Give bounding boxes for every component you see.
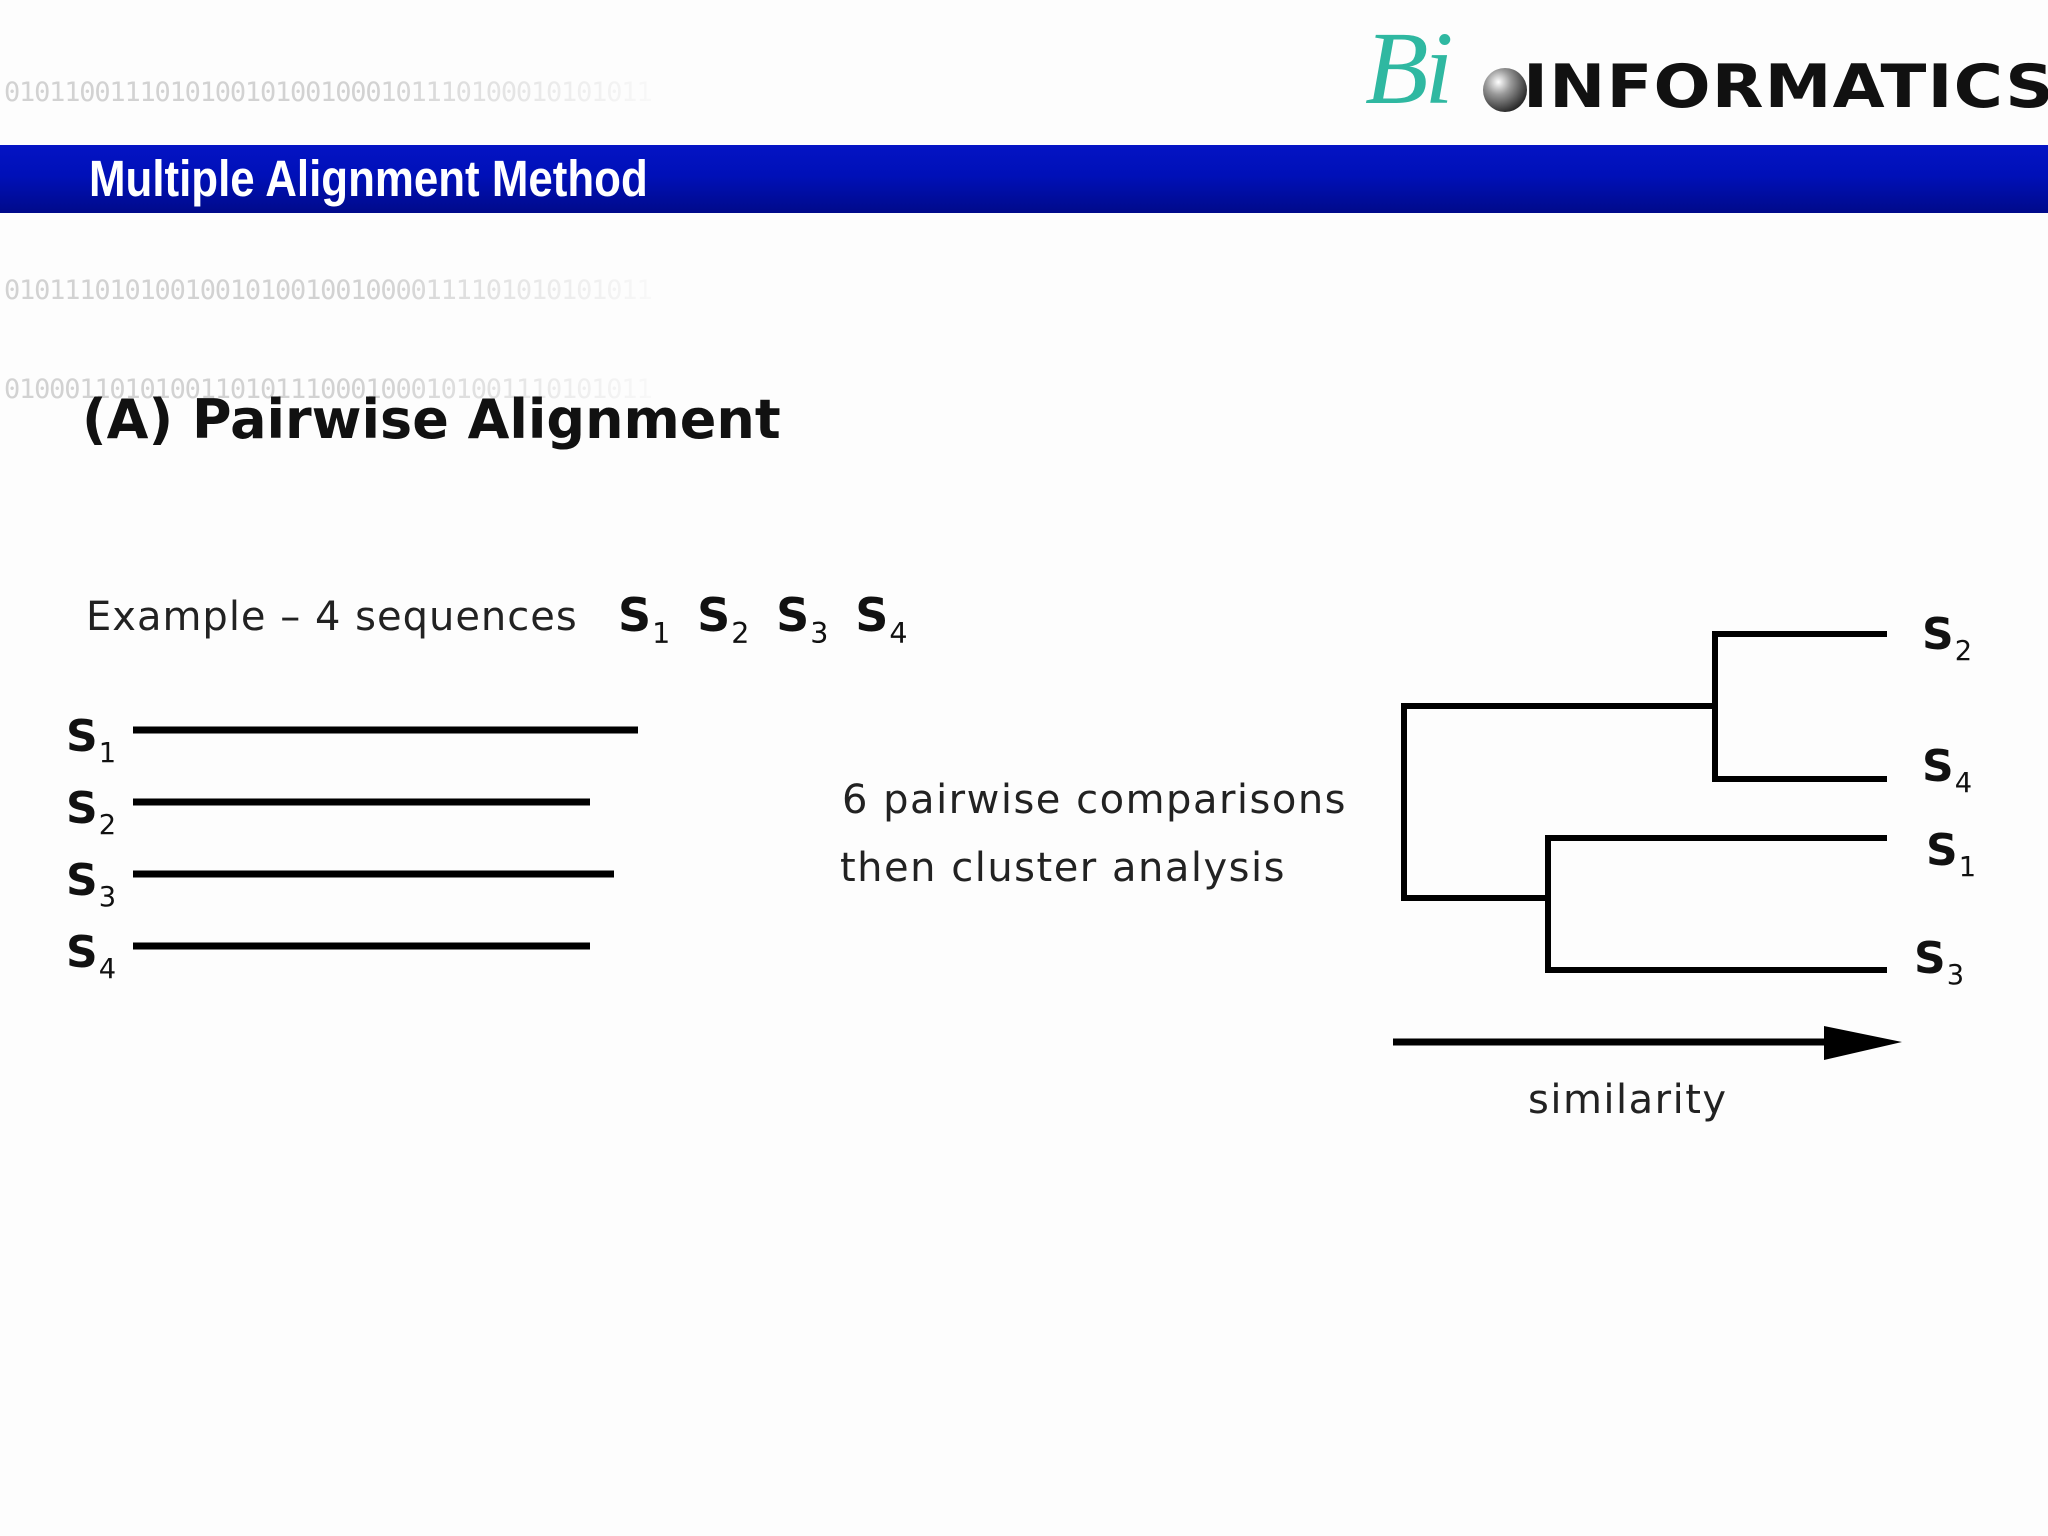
logo-script: Bi [1365,11,1453,126]
sequence-label-s2: S2 [66,783,117,842]
title-bar: Multiple Alignment Method [0,145,2048,213]
description-line-2: then cluster analysis [840,845,1286,891]
binary-row: 0101100111010100101001000101110100010101… [4,77,653,108]
example-sequence-list: S1 S2 S3 S4 [618,588,922,661]
example-text: Example – 4 sequences [86,594,578,640]
description-line-1: 6 pairwise comparisons [842,777,1348,823]
dendrogram-branch-s2-s4 [1712,631,1887,782]
example-sequence-s2: S2 [697,588,750,650]
similarity-arrow-head-icon [1824,1026,1902,1060]
logo-text: INFORMATICS [1523,52,2048,122]
page-title: Multiple Alignment Method [89,150,648,207]
sequence-label-s4: S4 [66,927,117,986]
example-sequence-s1: S1 [618,588,671,650]
leaf-label-s4: S4 [1922,741,1973,800]
sequence-label-s1: S1 [66,711,117,770]
leaf-label-s1: S1 [1926,825,1977,884]
binary-row: 0100011010100110101110001000101001110101… [4,374,653,405]
bioinformatics-logo: Bi INFORMATICS [1365,14,2048,132]
example-sequence-s4: S4 [855,588,908,650]
section-heading: (A) Pairwise Alignment [82,388,781,451]
sequence-label-s3: S3 [66,855,117,914]
binary-row: 0101110101001001010010010000111101010101… [4,275,653,306]
dendrogram-branch-s1-s3 [1545,835,1887,973]
similarity-axis-label: similarity [1528,1077,1728,1123]
logo-ball-icon [1483,68,1527,112]
example-sequence-s3: S3 [776,588,829,650]
dendrogram [1401,631,1887,973]
leaf-label-s2: S2 [1922,609,1973,668]
dendrogram-root-branch [1401,703,1718,901]
leaf-label-s3: S3 [1914,933,1965,992]
